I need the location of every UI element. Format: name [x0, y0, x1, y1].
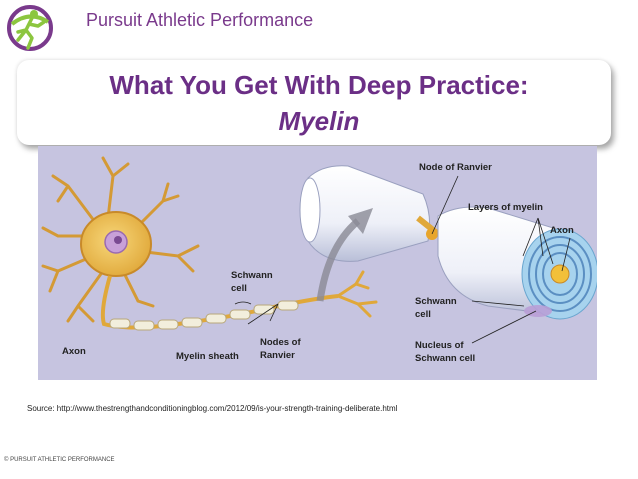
- brand-name: Pursuit Athletic Performance: [86, 10, 314, 30]
- cross-section-layers: [521, 228, 597, 320]
- label-schwann-cell-right-2: cell: [415, 309, 431, 320]
- slide-title: What You Get With Deep Practice:: [109, 70, 529, 100]
- title-box: [17, 60, 611, 145]
- myelin-diagram: Node of Ranvier Layers of myelin Axon Sc…: [38, 146, 597, 380]
- myelin-segments: [109, 300, 299, 331]
- label-nucleus-1: Nucleus of: [415, 340, 464, 351]
- label-nodes-of-ranvier-2: Ranvier: [260, 350, 295, 361]
- label-layers-of-myelin: Layers of myelin: [468, 202, 543, 213]
- footer-copyright: © PURSUIT ATHLETIC PERFORMANCE: [4, 457, 115, 463]
- source-citation: Source: http://www.thestrengthandconditi…: [27, 404, 398, 413]
- label-nucleus-2: Schwann cell: [415, 353, 475, 364]
- label-schwann-cell-top-2: cell: [231, 283, 247, 294]
- label-nodes-of-ranvier-1: Nodes of: [260, 337, 301, 348]
- neuron-cell-body: [41, 156, 200, 323]
- slide-subtitle: Myelin: [278, 106, 360, 136]
- runner-logo-icon: [7, 5, 53, 51]
- label-axon-right: Axon: [550, 225, 574, 236]
- label-schwann-cell-top-1: Schwann: [231, 270, 273, 281]
- label-myelin-sheath: Myelin sheath: [176, 351, 239, 362]
- label-schwann-cell-right-1: Schwann: [415, 296, 457, 307]
- label-axon-left: Axon: [62, 346, 86, 357]
- label-node-of-ranvier: Node of Ranvier: [419, 162, 492, 173]
